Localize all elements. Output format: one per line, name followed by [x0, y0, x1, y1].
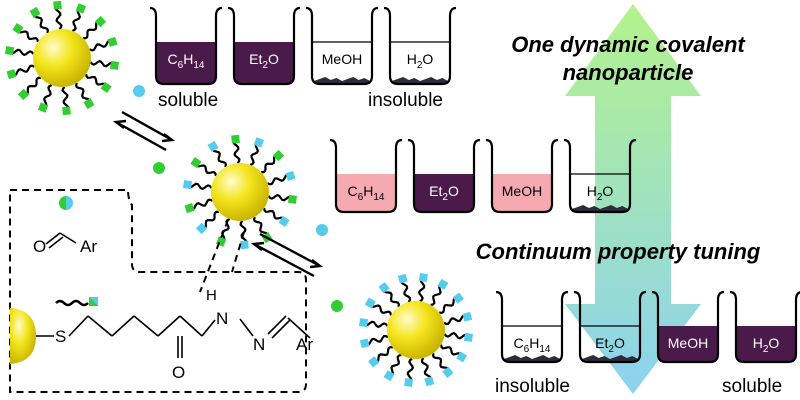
bottom-row-left-label: insoluble: [495, 376, 570, 397]
beaker-top-3: MeOH: [305, 6, 379, 86]
beaker-middle-3: MeOH: [485, 138, 559, 214]
headline-top-line2: nanoparticle: [563, 60, 694, 85]
gold-surface: [10, 308, 36, 364]
aldehyde-o-atom: O: [33, 237, 46, 256]
hydrazone-ar-group: Ar: [296, 335, 313, 354]
beaker-bottom-4: H2O: [729, 290, 800, 364]
solvent-label: C6H14: [514, 335, 551, 355]
double-arrow: [565, 4, 701, 394]
solvent-label: H2O: [407, 51, 434, 71]
hydrazone-ligand-structure: [36, 315, 311, 358]
aldehyde-ar-group: Ar: [80, 237, 97, 256]
nanoparticle-hydrazone: [358, 272, 474, 388]
sulfur-atom: S: [55, 327, 66, 346]
aldehyde-icon: [59, 196, 73, 210]
solvent-label: C6H14: [348, 183, 385, 203]
aldehyde-reagent-dot-lower: [316, 224, 328, 236]
equilibrium-arrows-upper: [112, 110, 176, 152]
headline-bottom: Continuum property tuning: [476, 239, 761, 264]
beaker-middle-1: C6H14: [329, 138, 403, 214]
solvent-label: MeOH: [322, 51, 362, 67]
solvent-label: Et2O: [249, 51, 279, 71]
equilibrium-arrows-lower: [250, 232, 324, 278]
solvent-label: C6H14: [168, 51, 205, 71]
solvent-label: Et2O: [595, 335, 625, 355]
nanoparticle-hydrazide: [4, 0, 120, 116]
hydrazide-reagent-dot-lower: [331, 300, 343, 312]
aldehyde-structure: [45, 232, 77, 249]
top-row-right-label: insoluble: [368, 90, 443, 111]
hydrazide-n1: N: [216, 309, 228, 328]
solvent-label: H2O: [753, 335, 780, 355]
beaker-middle-4: H2O: [563, 138, 637, 214]
beaker-top-1: C6H14: [149, 6, 223, 86]
structure-inset: [9, 189, 307, 393]
solvent-label: MeOH: [668, 335, 708, 351]
beaker-bottom-1: C6H14: [495, 290, 569, 364]
solvent-label: MeOH: [502, 183, 542, 199]
beaker-top-2: Et2O: [227, 6, 301, 86]
beaker-bottom-3: MeOH: [651, 290, 725, 364]
nanoparticle-mixed: [182, 134, 298, 250]
top-row-left-label: soluble: [158, 90, 218, 111]
hydrazide-nh-h: H: [206, 287, 217, 304]
bottom-row-right-label: soluble: [722, 376, 782, 397]
hydrazide-reagent-dot-upper: [153, 162, 165, 174]
beaker-top-4: H2O: [383, 6, 457, 86]
solvent-label: H2O: [587, 183, 614, 203]
headline-top-line1: One dynamic covalent: [511, 32, 746, 57]
aldehyde-reagent-dot-upper: [133, 85, 145, 97]
ligand-icon: [55, 297, 98, 307]
beaker-bottom-2: Et2O: [573, 290, 647, 364]
hydrazide-n2: N: [253, 335, 265, 354]
beaker-middle-2: Et2O: [407, 138, 481, 214]
solvent-label: Et2O: [429, 183, 459, 203]
carbonyl-o-atom: O: [172, 363, 185, 382]
